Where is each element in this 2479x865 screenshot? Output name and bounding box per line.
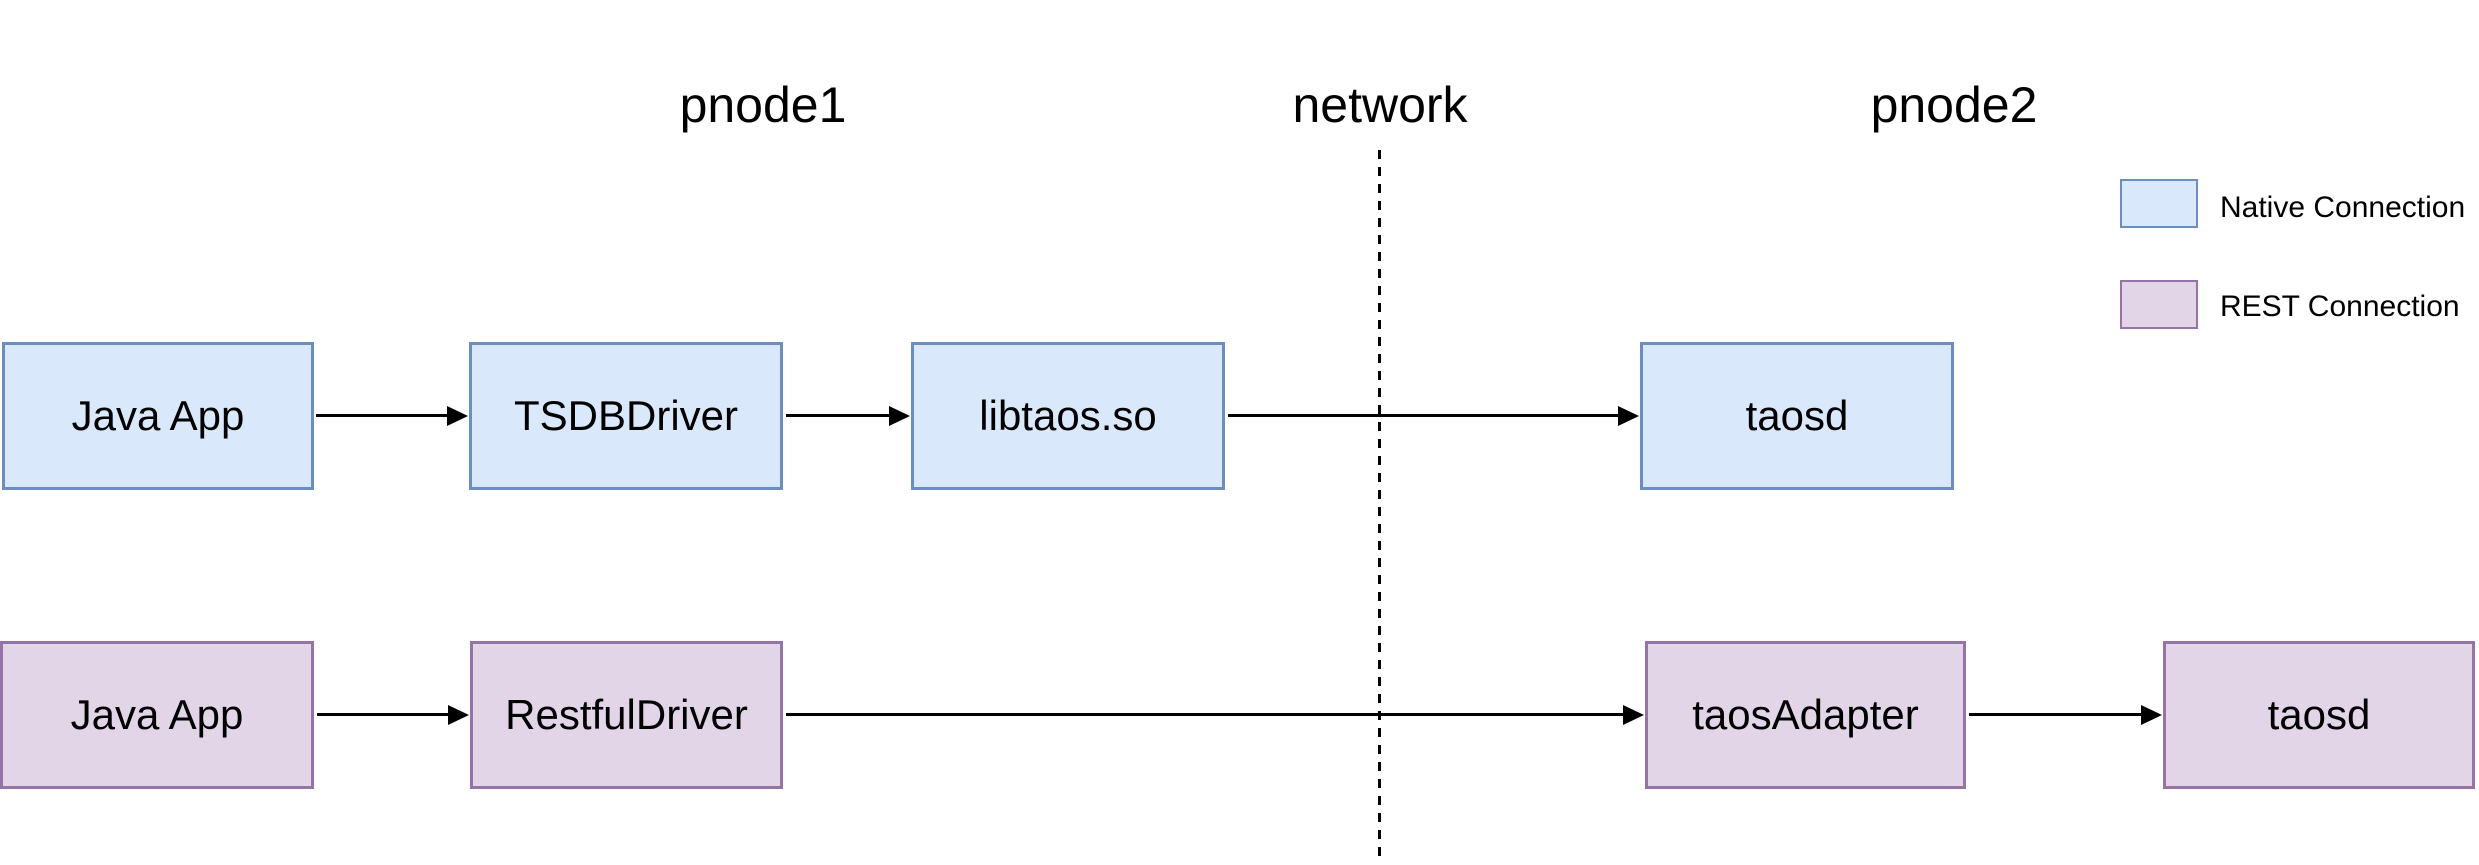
arrow-restfuldriver-to-taosadapter bbox=[786, 713, 1624, 716]
arrow-javaapp-to-tsdbdriver bbox=[316, 414, 448, 417]
network-boundary-dashed-line bbox=[1378, 150, 1381, 862]
node-label: taosd bbox=[2267, 691, 2371, 738]
node-taosd-rest: taosd bbox=[2163, 641, 2475, 789]
node-label: Java App bbox=[70, 691, 244, 738]
node-libtaos-so: libtaos.so bbox=[911, 342, 1225, 490]
arrow-libtaos-to-taosd bbox=[1228, 414, 1619, 417]
node-taosadapter: taosAdapter bbox=[1645, 641, 1966, 789]
node-label: libtaos.so bbox=[979, 392, 1157, 439]
legend-swatch-native-connection bbox=[2120, 179, 2198, 228]
node-label: taosd bbox=[1745, 392, 1849, 439]
arrow-javaapp-to-restfuldriver bbox=[317, 713, 449, 716]
node-java-app-rest: Java App bbox=[0, 641, 314, 789]
arrow-taosadapter-to-taosd bbox=[1969, 713, 2142, 716]
node-restfuldriver: RestfulDriver bbox=[470, 641, 783, 789]
node-label: taosAdapter bbox=[1692, 691, 1919, 738]
node-label: RestfulDriver bbox=[505, 691, 748, 738]
node-taosd-native: taosd bbox=[1640, 342, 1954, 490]
legend-swatch-rest-connection bbox=[2120, 280, 2198, 329]
legend-label-native-connection: Native Connection bbox=[2220, 191, 2466, 224]
arrow-tsdbdriver-to-libtaos bbox=[786, 414, 890, 417]
zone-label-pnode1: pnode1 bbox=[679, 77, 847, 133]
node-tsdbdriver: TSDBDriver bbox=[469, 342, 783, 490]
node-java-app-native: Java App bbox=[2, 342, 314, 490]
zone-label-pnode2: pnode2 bbox=[1870, 77, 2038, 133]
node-label: Java App bbox=[71, 392, 245, 439]
legend-label-rest-connection: REST Connection bbox=[2220, 290, 2460, 323]
zone-label-network: network bbox=[1292, 77, 1468, 133]
node-label: TSDBDriver bbox=[513, 392, 738, 439]
